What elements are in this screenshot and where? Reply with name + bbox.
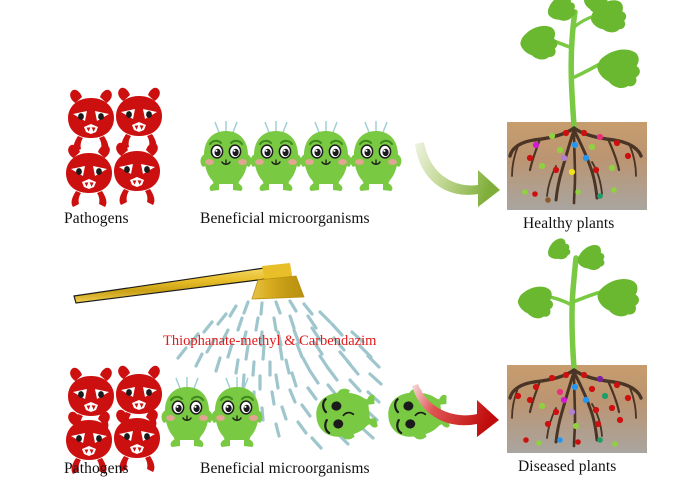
- top-microbe-group: [199, 119, 403, 193]
- curved-arrow-red-icon: [412, 384, 499, 437]
- label-diseased-plants: Diseased plants: [518, 458, 617, 475]
- label-healthy-plants: Healthy plants: [523, 215, 615, 232]
- label-pathogens-top: Pathogens: [64, 210, 129, 227]
- diseased-plant-illustration: [507, 235, 647, 453]
- label-microbes-bottom: Beneficial microorganisms: [200, 460, 370, 477]
- root-colonisation-dots: [522, 129, 632, 203]
- healthy-plant-illustration: [507, 0, 647, 210]
- label-pathogens-bottom: Pathogens: [64, 460, 129, 477]
- top-pathogen-cluster: [66, 87, 162, 207]
- root-colonisation-dots: [514, 371, 632, 447]
- label-microbes-top: Beneficial microorganisms: [200, 210, 370, 227]
- bottom-pathogen-cluster: [66, 365, 162, 474]
- chemical-label: Thiophanate-methyl & Carbendazim: [163, 333, 377, 349]
- curved-arrow-green-icon: [415, 142, 500, 207]
- sprayer-wand-icon: [73, 263, 305, 304]
